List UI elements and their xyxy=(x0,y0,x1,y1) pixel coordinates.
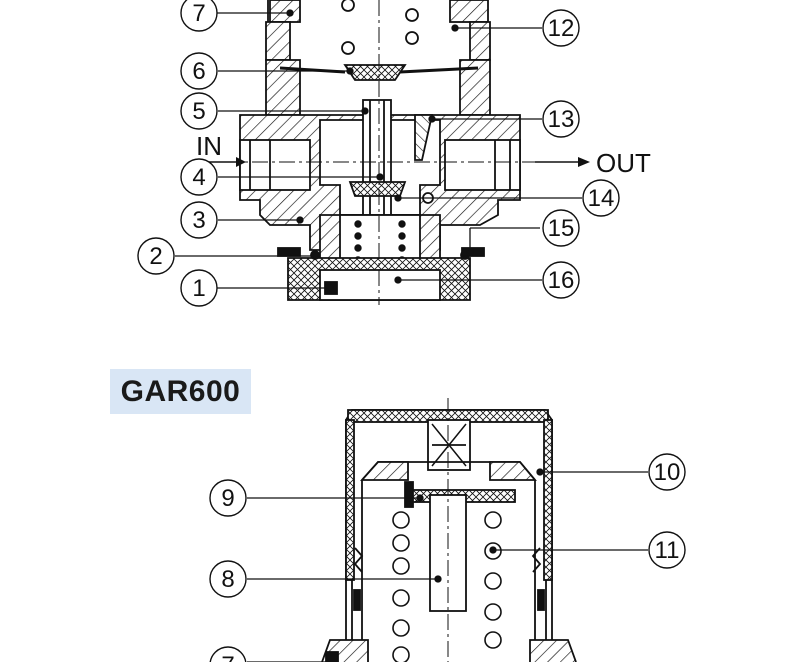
adjusting-spring xyxy=(392,511,502,662)
callout-balloon-9: 9 xyxy=(209,479,247,517)
flow-out-label: OUT xyxy=(596,148,651,178)
svg-text:6: 6 xyxy=(192,58,205,85)
callout-balloon-15: 15 xyxy=(542,209,580,247)
callout-balloon-7-bottom: 7 xyxy=(209,646,247,662)
callout-balloon-8: 8 xyxy=(209,560,247,598)
flow-indicators: IN OUT xyxy=(196,131,651,178)
inner-bonnet xyxy=(361,461,536,662)
svg-text:5: 5 xyxy=(192,98,205,125)
svg-text:9: 9 xyxy=(221,485,234,512)
svg-text:7: 7 xyxy=(192,0,205,27)
callout-balloon-16: 16 xyxy=(542,261,580,299)
bonnet-left-side xyxy=(265,21,291,61)
svg-text:16: 16 xyxy=(548,267,575,294)
diaphragm-plate xyxy=(343,64,407,81)
bonnet-left-rim xyxy=(269,0,301,23)
bottom-callouts xyxy=(247,468,648,583)
stem-poppet xyxy=(348,181,407,197)
top-left-callouts xyxy=(175,9,384,292)
svg-text:1: 1 xyxy=(192,275,205,302)
bottom-regulator-section xyxy=(321,398,577,662)
callout-balloon-10: 10 xyxy=(648,453,686,491)
callout-balloon-6: 6 xyxy=(180,52,218,90)
flow-in-label: IN xyxy=(196,131,222,161)
aspirator-tube xyxy=(414,114,434,161)
svg-text:15: 15 xyxy=(548,215,575,242)
top-right-callouts xyxy=(394,24,582,284)
svg-text:11: 11 xyxy=(655,537,680,564)
bonnet-right-rim xyxy=(449,0,489,23)
callout-balloon-14: 14 xyxy=(582,179,620,217)
svg-text:10: 10 xyxy=(654,459,681,486)
svg-text:2: 2 xyxy=(149,243,162,270)
callout-balloon-11: 11 xyxy=(648,531,686,569)
callout-balloon-5: 5 xyxy=(180,92,218,130)
outlet-port xyxy=(444,139,521,191)
callout-balloon-12: 12 xyxy=(542,9,580,47)
top-regulator-section xyxy=(225,0,540,305)
callout-balloon-2: 2 xyxy=(137,237,175,275)
svg-text:8: 8 xyxy=(221,566,234,593)
callout-balloon-13: 13 xyxy=(542,100,580,138)
svg-text:12: 12 xyxy=(548,15,575,42)
svg-text:3: 3 xyxy=(192,207,205,234)
callout-balloon-7-top: 7 xyxy=(180,0,218,32)
svg-text:4: 4 xyxy=(192,164,205,191)
svg-text:13: 13 xyxy=(548,106,575,133)
callout-balloon-4: 4 xyxy=(180,158,218,196)
callout-balloon-1: 1 xyxy=(180,269,218,307)
model-title: GAR600 xyxy=(110,369,251,414)
callout-balloon-3: 3 xyxy=(180,201,218,239)
svg-text:7: 7 xyxy=(221,652,234,662)
svg-text:14: 14 xyxy=(588,185,615,212)
